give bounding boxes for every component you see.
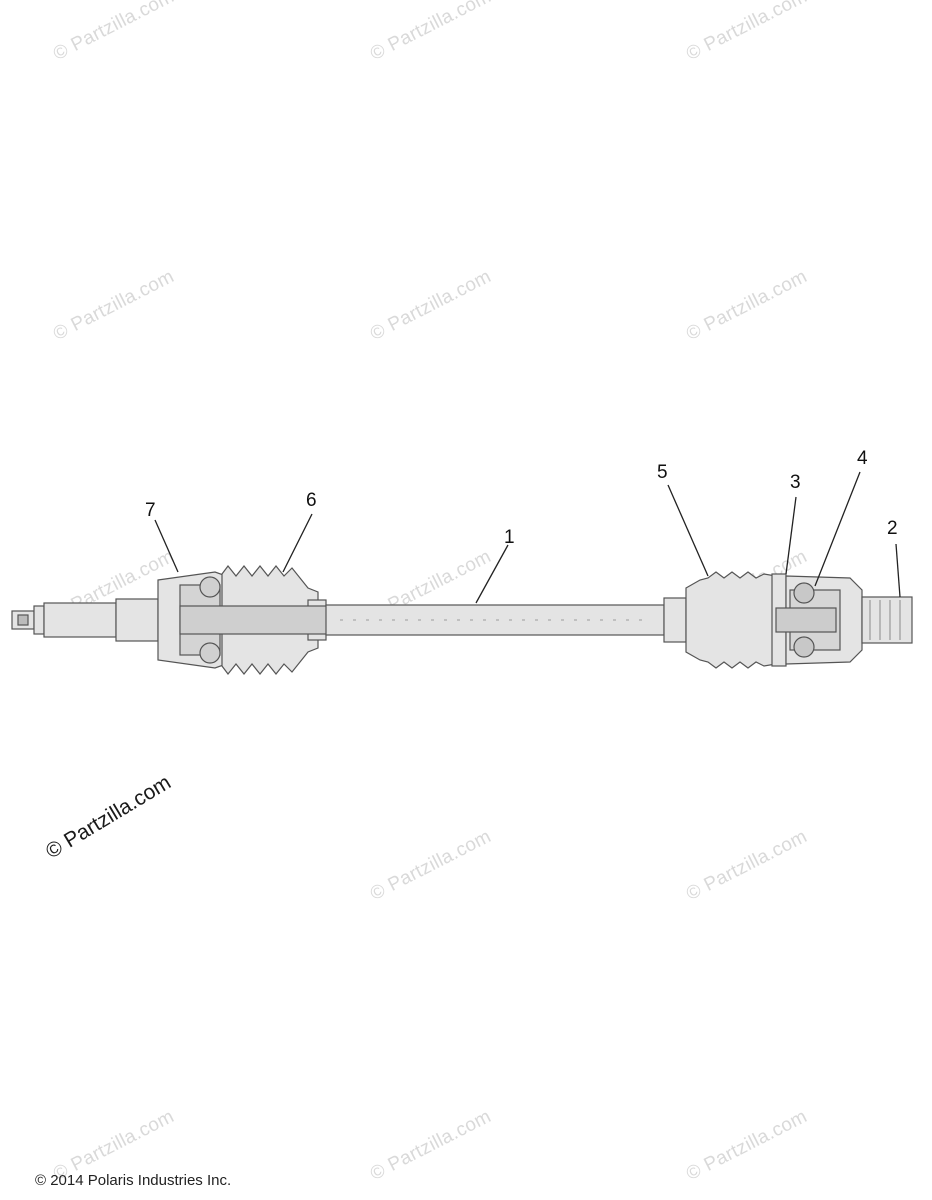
leader-3 [785,496,797,575]
leader-7 [154,519,179,573]
callout-6: 6 [306,490,317,511]
right-boot-clamp [663,597,687,643]
callout-7: 7 [145,500,156,521]
leader-2 [895,543,901,598]
leader-1 [475,544,509,604]
right-boot [685,571,777,669]
copyright-text: © 2014 Polaris Industries Inc. [35,1172,232,1189]
main-shaft [325,604,665,636]
callout-4: 4 [857,448,868,469]
left-shaft-neck [115,598,159,642]
callout-3: 3 [790,472,801,493]
left-spline [43,602,117,638]
callout-5: 5 [657,462,668,483]
leader-4 [814,471,861,587]
leader-lines [154,471,901,604]
callout-1: 1 [504,527,515,548]
left-spline-collar [33,605,45,635]
leader-6 [282,513,313,573]
leader-5 [667,484,709,577]
callout-2: 2 [887,518,898,539]
